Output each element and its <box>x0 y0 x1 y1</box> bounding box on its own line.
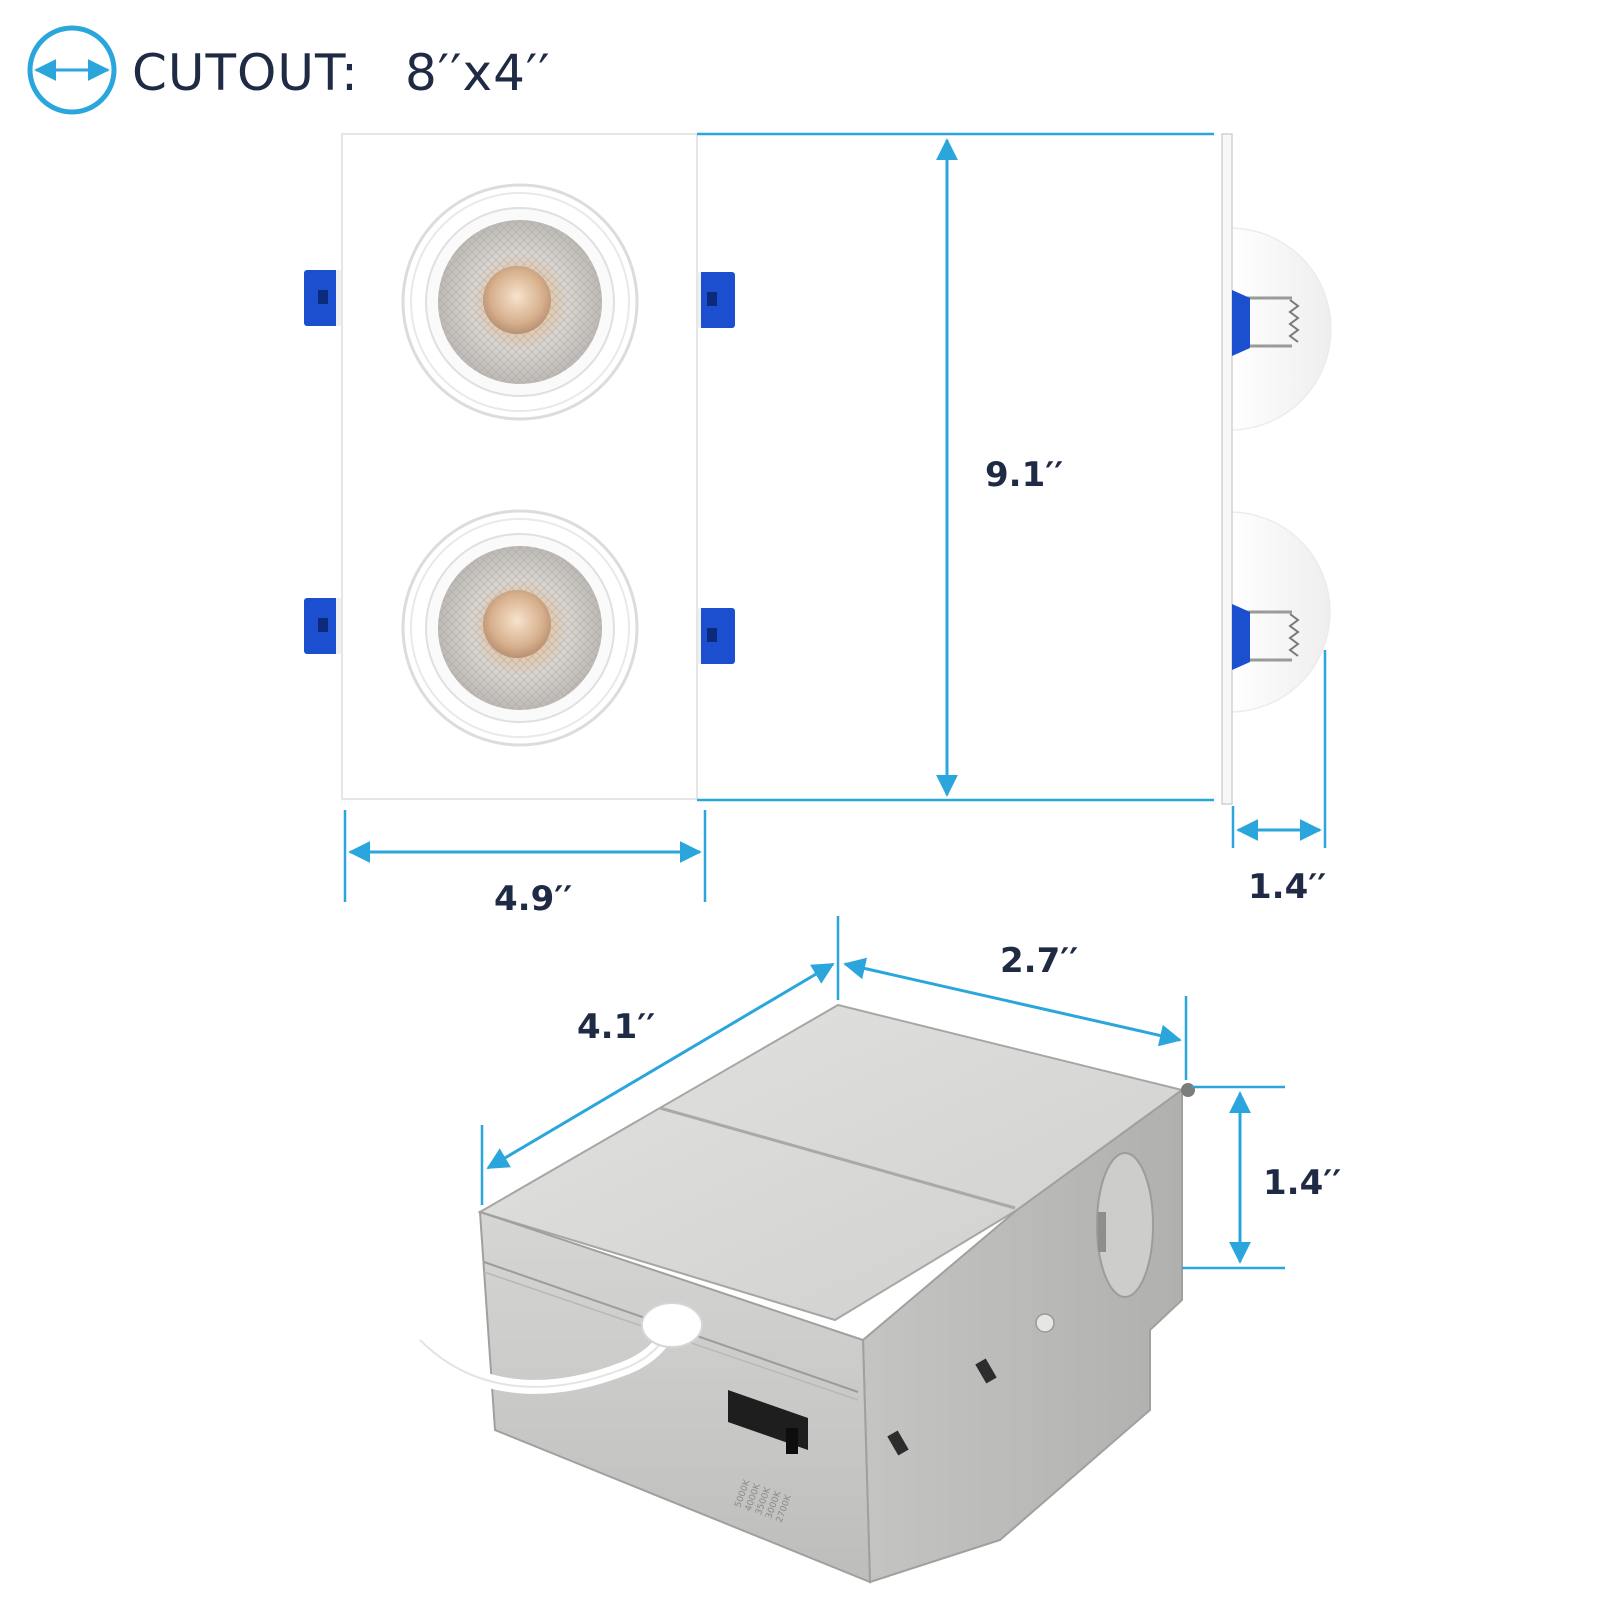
gimbal-light <box>401 183 639 421</box>
box-width-label: 2.7′′ <box>1000 941 1078 981</box>
spring-clip <box>304 598 342 654</box>
cutout-label: CUTOUT: <box>132 44 359 102</box>
spring-clip <box>1232 604 1300 670</box>
cutout-diameter-icon <box>27 25 117 115</box>
dimension-box-width <box>843 957 1188 1080</box>
box-height-label: 1.4′′ <box>1263 1163 1341 1203</box>
dimension-fixture-depth <box>1231 650 1327 848</box>
spring-clip <box>304 270 342 326</box>
cutout-value: 8′′x4′′ <box>405 44 551 102</box>
spring-clip <box>1232 290 1300 356</box>
fixture-width-label: 4.9′′ <box>494 879 572 919</box>
junction-box: 5000K 4000K 3500K 3000K 2700K <box>413 1003 1195 1584</box>
fixture-height-label: 9.1′′ <box>985 455 1063 495</box>
fixture-side-view <box>1221 133 1332 805</box>
dimension-box-height <box>1182 1085 1285 1270</box>
fixture-depth-label: 1.4′′ <box>1248 867 1326 907</box>
box-length-label: 4.1′′ <box>577 1007 655 1047</box>
gimbal-light <box>401 509 639 747</box>
cable-grommet <box>641 1302 703 1348</box>
spring-clip <box>695 272 735 328</box>
fixture-front-view <box>304 133 735 800</box>
dimension-box-length <box>480 916 840 1205</box>
dimension-fixture-width <box>343 810 707 902</box>
dimension-fixture-height <box>697 132 1214 802</box>
spring-clip <box>695 608 735 664</box>
